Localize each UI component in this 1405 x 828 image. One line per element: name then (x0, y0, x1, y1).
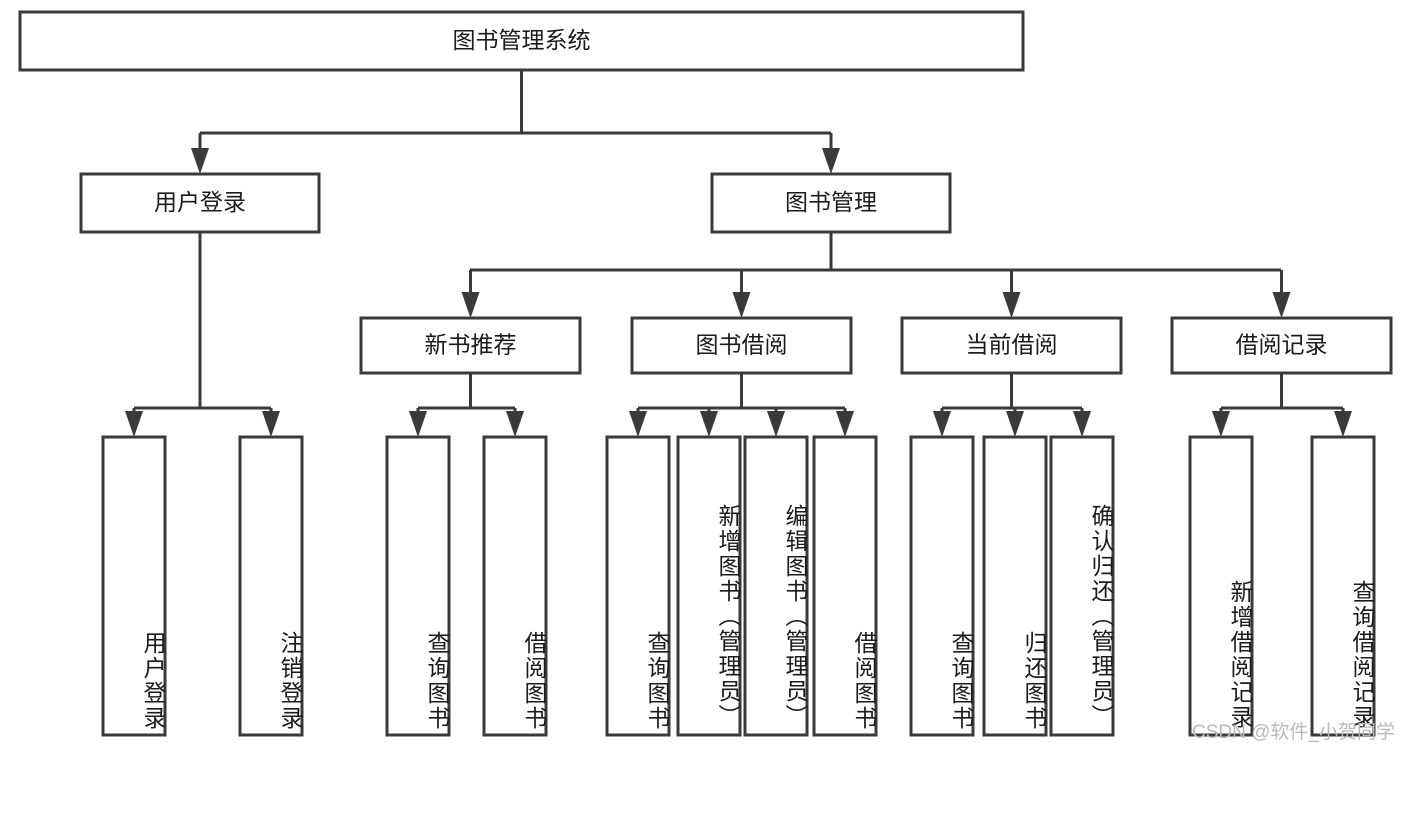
node-label-root: 图书管理系统 (453, 27, 591, 53)
node-leaf-return-book[interactable] (982, 435, 1048, 737)
node-book-borrow[interactable]: 图书借阅 (630, 316, 853, 375)
arrow-head-icon (461, 292, 480, 318)
node-leaf-logout[interactable] (238, 435, 304, 737)
arrow-head-icon (732, 292, 751, 318)
arrow-head-icon (836, 411, 854, 437)
node-label-user-login: 用户登录 (154, 189, 246, 215)
node-box-book-manage[interactable] (710, 172, 952, 234)
node-label-borrow-record: 借阅记录 (1236, 332, 1328, 358)
node-box-book-borrow[interactable] (630, 316, 853, 375)
node-box-leaf-borrow-book-2[interactable] (812, 435, 878, 737)
node-borrow-record[interactable]: 借阅记录 (1170, 316, 1393, 375)
node-box-leaf-confirm-return[interactable] (1049, 435, 1115, 737)
node-label-new-book-rec: 新书推荐 (425, 332, 517, 358)
node-box-current-borrow[interactable] (900, 316, 1123, 375)
node-leaf-borrow-book-2[interactable] (812, 435, 878, 737)
node-new-book-rec[interactable]: 新书推荐 (359, 316, 582, 375)
arrow-head-icon (1006, 411, 1024, 437)
node-box-leaf-query-record[interactable] (1310, 435, 1376, 737)
node-label-book-manage: 图书管理 (785, 189, 877, 215)
node-box-user-login[interactable] (79, 172, 321, 234)
arrow-head-icon (1272, 292, 1291, 318)
arrow-head-icon (767, 411, 785, 437)
node-box-leaf-add-record[interactable] (1188, 435, 1254, 737)
arrow-head-icon (1073, 411, 1091, 437)
arrow-head-icon (1334, 411, 1352, 437)
node-leaf-user-login[interactable] (101, 435, 167, 737)
node-leaf-borrow-book-1[interactable] (482, 435, 548, 737)
node-root[interactable]: 图书管理系统 (18, 10, 1025, 72)
node-box-borrow-record[interactable] (1170, 316, 1393, 375)
node-box-new-book-rec[interactable] (359, 316, 582, 375)
node-box-leaf-logout[interactable] (238, 435, 304, 737)
node-leaf-query-book-1[interactable] (385, 435, 451, 737)
arrow-head-icon (933, 411, 951, 437)
arrow-head-icon (191, 148, 209, 174)
node-box-leaf-borrow-book-1[interactable] (482, 435, 548, 737)
node-box-root[interactable] (18, 10, 1025, 72)
node-book-manage[interactable]: 图书管理 (710, 172, 952, 234)
node-leaf-query-book-3[interactable] (909, 435, 975, 737)
node-current-borrow[interactable]: 当前借阅 (900, 316, 1123, 375)
arrow-head-icon (629, 411, 647, 437)
arrow-head-icon (506, 411, 524, 437)
node-box-leaf-edit-book[interactable] (743, 435, 809, 737)
node-leaf-add-book[interactable] (676, 435, 742, 737)
node-box-leaf-add-book[interactable] (676, 435, 742, 737)
node-leaf-confirm-return[interactable] (1049, 435, 1115, 737)
arrow-head-icon (1002, 292, 1021, 318)
diagram-canvas-root: 图书管理系统用户登录图书管理新书推荐图书借阅当前借阅借阅记录 用户登录注销登录查… (18, 10, 1395, 743)
arrow-head-icon (1212, 411, 1230, 437)
arrow-head-icon (700, 411, 718, 437)
node-label-current-borrow: 当前借阅 (966, 332, 1058, 358)
arrow-head-icon (262, 411, 280, 437)
node-leaf-edit-book[interactable] (743, 435, 809, 737)
arrow-head-icon (822, 148, 840, 174)
node-box-leaf-query-book-2[interactable] (605, 435, 671, 737)
arrow-head-icon (125, 411, 143, 437)
node-leaf-query-record[interactable] (1310, 435, 1376, 737)
node-leaf-add-record[interactable] (1188, 435, 1254, 737)
node-user-login[interactable]: 用户登录 (79, 172, 321, 234)
node-box-leaf-user-login[interactable] (101, 435, 167, 737)
node-label-book-borrow: 图书借阅 (696, 332, 788, 358)
node-box-leaf-return-book[interactable] (982, 435, 1048, 737)
node-leaf-query-book-2[interactable] (605, 435, 671, 737)
watermark-text: CSDN @软件_小贺同学 (1192, 722, 1395, 743)
connector-layer (125, 70, 1352, 437)
node-box-leaf-query-book-1[interactable] (385, 435, 451, 737)
arrow-head-icon (409, 411, 427, 437)
node-box-leaf-query-book-3[interactable] (909, 435, 975, 737)
